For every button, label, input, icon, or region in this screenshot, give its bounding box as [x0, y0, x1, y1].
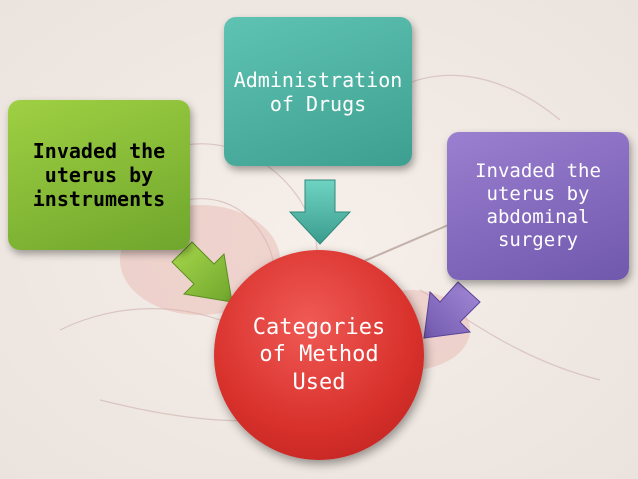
node-left-label: Invaded the uterus by instruments: [32, 139, 166, 211]
node-right-label: Invaded the uterus by abdominal surgery: [475, 160, 601, 251]
node-invaded-by-abdominal-surgery: Invaded the uterus by abdominal surgery: [447, 132, 629, 280]
center-label: Categories of Method Used: [252, 314, 386, 395]
node-invaded-by-instruments: Invaded the uterus by instruments: [8, 100, 190, 250]
node-administration-of-drugs: Administration of Drugs: [224, 17, 412, 166]
center-node-categories: Categories of Method Used: [214, 250, 424, 460]
node-top-label: Administration of Drugs: [233, 67, 403, 116]
